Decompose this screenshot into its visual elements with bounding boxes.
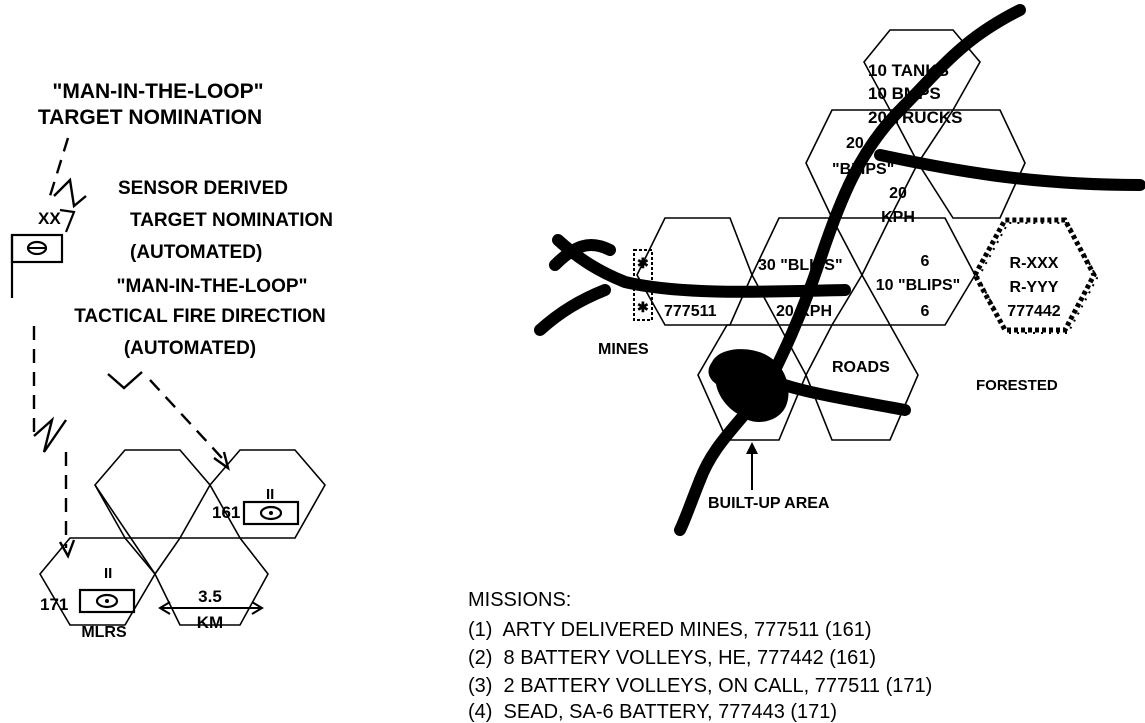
built-up-arrow-head (746, 442, 758, 454)
road-west (552, 234, 851, 298)
fire-direction-arrow (213, 451, 230, 471)
mlrs-label: MLRS (81, 624, 127, 641)
mine-mark-1: ✱ (637, 255, 649, 271)
forested-line-3: 777442 (1007, 303, 1060, 320)
top-hex-line-1: 10 TANKS (868, 61, 949, 80)
sensor-label-3: (AUTOMATED) (130, 242, 262, 263)
missions-heading: MISSIONS: (468, 589, 571, 611)
unit-171-echelon: II (104, 565, 112, 582)
forested-line-2: R-YYY (1010, 279, 1059, 296)
unit-161-ellipse (259, 505, 283, 521)
distance-arrow-right (251, 601, 264, 615)
blips-30-label: 30 "BLIPS" (758, 257, 843, 274)
sensor-label-2: TARGET NOMINATION (130, 210, 333, 231)
built-up-blob (708, 349, 789, 422)
blips-20-count: 20 (846, 135, 864, 152)
road-end-dot (844, 287, 850, 293)
top-hex-line-3: 20 TRUCKS (868, 108, 962, 127)
road-east (874, 149, 1145, 191)
hex-road-east (917, 109, 1026, 219)
fire-direction-dashed-link (149, 379, 223, 459)
unit-171-dot (105, 599, 109, 603)
fire-direction-label-1: "MAN-IN-THE-LOOP" (116, 276, 307, 297)
unit-161-echelon: II (266, 486, 274, 503)
unit-171-symbol (78, 588, 136, 614)
road-south-east (764, 374, 911, 416)
roads-label: ROADS (832, 359, 890, 376)
hex-blips-6 (861, 217, 976, 326)
road-main-tail (674, 474, 706, 536)
unit-161-dot (269, 511, 273, 515)
distance-arrow-left (158, 601, 171, 615)
road-west-lower (534, 284, 611, 336)
speed-20-value: 20 (889, 185, 907, 202)
right-panel: ✱ ✱ ✱ 10 TANKS 10 BMPS 20 TRUCKS 20 "BLI… (534, 4, 1145, 536)
forested-line-1: R-XXX (1010, 255, 1059, 272)
speed-20-unit: KPH (881, 209, 915, 226)
nomination-label-1: "MAN-IN-THE-LOOP" (52, 80, 263, 103)
hex-empty (94, 449, 211, 539)
unit-161-symbol (242, 500, 300, 526)
nomination-label-2: TARGET NOMINATION (38, 106, 262, 129)
mission-item-3: (3) 2 BATTERY VOLLEYS, ON CALL, 777511 (… (468, 675, 932, 697)
mission-item-4: (4) SEAD, SA-6 BATTERY, 777443 (171) (468, 701, 837, 723)
missions-list: MISSIONS: (1) ARTY DELIVERED MINES, 7775… (468, 589, 932, 723)
blips-6-middle: 10 "BLIPS" (876, 277, 961, 294)
fire-direction-lightning-mark (107, 371, 143, 390)
hex-forested (972, 217, 1097, 333)
division-lightning-mark (33, 416, 67, 453)
fire-direction-label-2: TACTICAL FIRE DIRECTION (74, 306, 326, 327)
blips-20-label: "BLIPS" (832, 161, 894, 178)
unit-171-label: 171 (40, 595, 68, 614)
mission-item-1: (1) ARTY DELIVERED MINES, 777511 (161) (468, 619, 872, 641)
forested-label: FORESTED (976, 377, 1058, 394)
unit-171-ellipse (95, 593, 119, 609)
sensor-lightning-mark (59, 208, 76, 233)
hex-forested-texture (976, 222, 1099, 334)
hex-roads (805, 324, 919, 441)
top-hex-line-2: 10 BMPS (868, 84, 941, 103)
distance-value: 3.5 (198, 587, 222, 606)
hex-distance (154, 537, 269, 626)
hex-edge (94, 484, 156, 575)
nomination-dashed-link (48, 137, 70, 197)
mines-target-number: 777511 (664, 303, 717, 320)
unit-echelon-xx: XX (38, 209, 61, 228)
mines-label: MINES (598, 341, 649, 358)
sensor-label-1: SENSOR DERIVED (118, 178, 288, 199)
mine-mark-3: ✱ (637, 299, 649, 315)
nomination-lightning-mark (53, 177, 87, 209)
blips-6-bottom: 6 (921, 303, 930, 320)
left-panel: "MAN-IN-THE-LOOP" TARGET NOMINATION SENS… (10, 80, 333, 641)
speed-mid-label: 20 KPH (776, 303, 832, 320)
unit-161-label: 161 (212, 503, 240, 522)
fire-direction-label-3: (AUTOMATED) (124, 338, 256, 359)
road-west-branch (549, 239, 616, 271)
built-up-label: BUILT-UP AREA (708, 495, 830, 512)
blips-6-top: 6 (921, 253, 930, 270)
distance-unit: KM (197, 613, 223, 632)
mission-item-2: (2) 8 BATTERY VOLLEYS, HE, 777442 (161) (468, 647, 876, 669)
